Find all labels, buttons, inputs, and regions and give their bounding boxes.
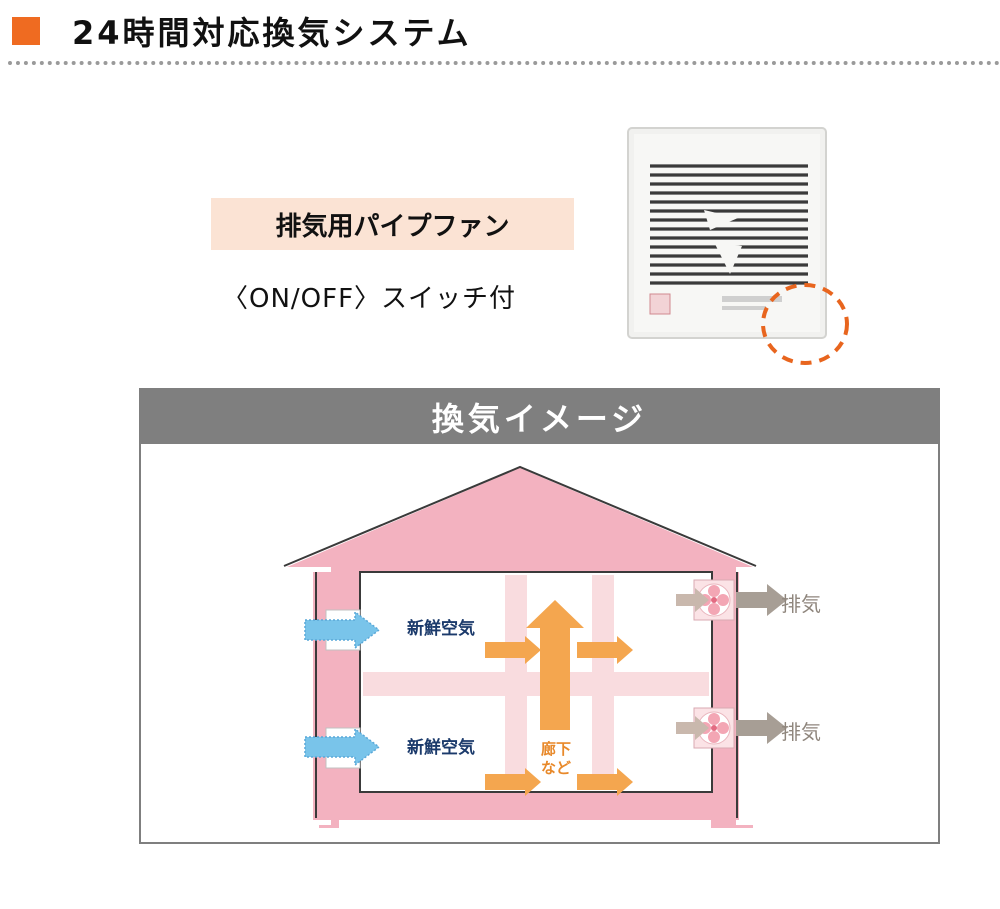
pipe-fan-icon <box>626 126 836 346</box>
exhaust-label-upper: 排気 <box>781 592 821 616</box>
house-outline <box>283 465 757 567</box>
house-roof <box>287 468 753 828</box>
flow-arrow-up <box>526 600 584 730</box>
exhaust-fan-upper <box>676 579 787 621</box>
ventilation-panel: 換気イメージ <box>139 388 940 844</box>
panel-title: 換気イメージ <box>431 400 648 438</box>
panel-title-bar: 換気イメージ <box>141 390 938 444</box>
dashed-circle-icon <box>761 283 849 365</box>
product-note: 〈ON/OFF〉スイッチ付 <box>222 284 517 314</box>
flow-arrow-upper-left <box>485 636 541 664</box>
page-title: 24時間対応換気システム <box>72 14 472 52</box>
hallway-label-line1: 廊下 <box>541 740 571 758</box>
inlet-upper <box>304 609 381 651</box>
inlet-label-lower: 新鮮空気 <box>407 737 475 758</box>
hallway-label-line2: など <box>541 759 571 777</box>
product-name: 排気用パイプファン <box>275 211 510 242</box>
product-name-badge: 排気用パイプファン <box>211 198 574 250</box>
square-marker-icon <box>12 17 40 45</box>
house-diagram: 新鮮空気 新鮮空気 廊下 など 排気 排気 <box>283 465 821 828</box>
exhaust-label-lower: 排気 <box>781 720 821 744</box>
dotted-divider <box>8 61 1000 65</box>
inlet-lower <box>304 727 381 769</box>
page-header: 24時間対応換気システム <box>0 0 1000 70</box>
exhaust-fan-lower <box>676 707 787 749</box>
inner-floor-band <box>363 672 709 696</box>
flow-arrow-upper-right <box>577 636 633 664</box>
inlet-label-upper: 新鮮空気 <box>407 618 475 639</box>
flow-arrow-lower-left <box>485 768 541 796</box>
flow-arrow-lower-right <box>577 768 633 796</box>
